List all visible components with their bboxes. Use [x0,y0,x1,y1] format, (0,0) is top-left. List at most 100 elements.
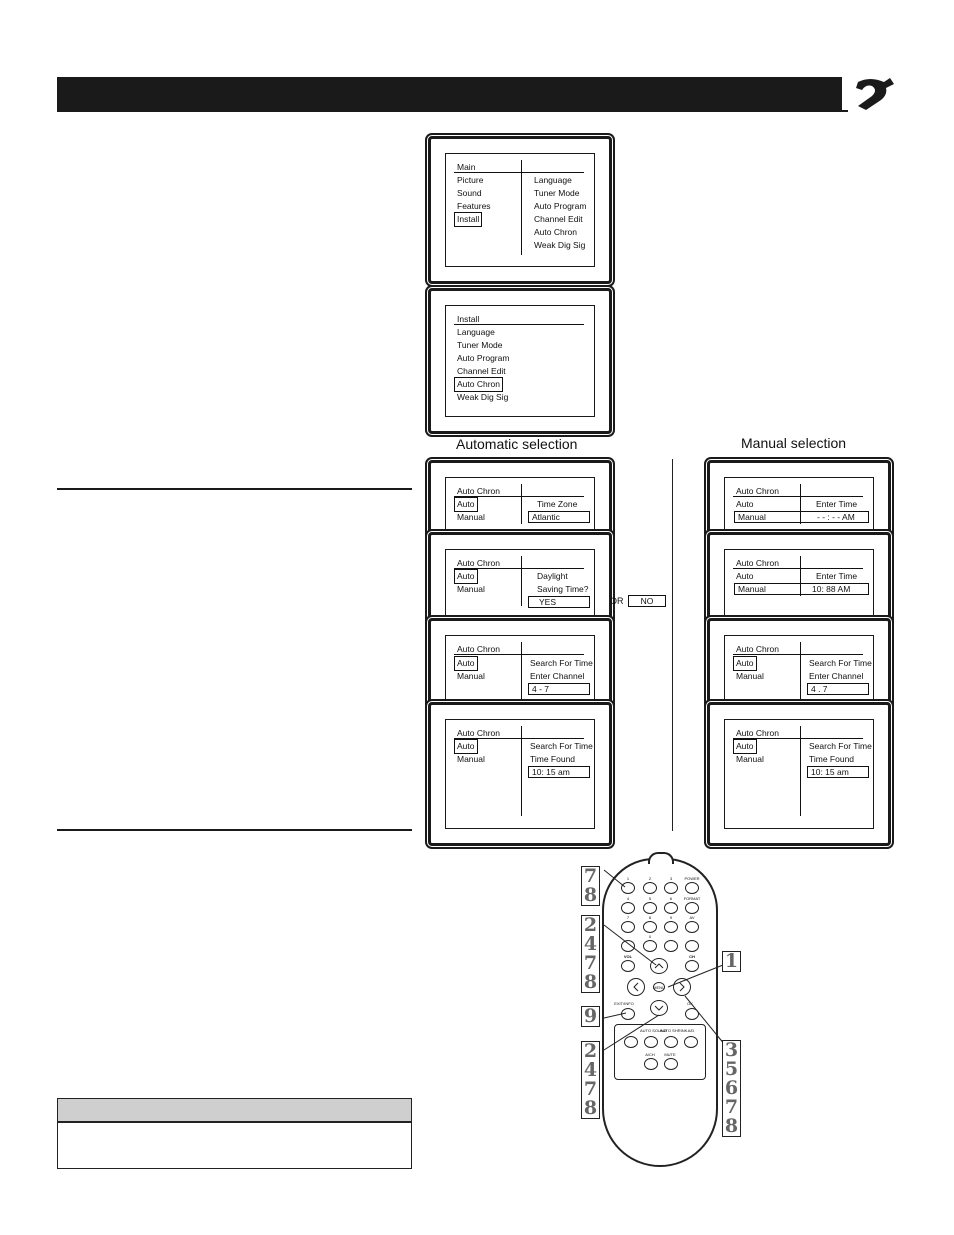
auto-shrink-button[interactable] [664,1036,678,1048]
option-auto[interactable]: Auto [733,739,757,754]
ad-button[interactable] [684,1036,698,1048]
option-manual[interactable]: Manual [457,512,485,522]
button-4[interactable] [621,902,635,914]
remote-ir-window [648,852,674,864]
left-arrow-button[interactable] [627,978,645,996]
button-0[interactable] [643,940,657,952]
manual-screen-1: Auto Chron Auto Enter Time Manual - - : … [707,460,891,546]
ch-plus-button[interactable] [685,940,699,952]
no-option[interactable]: NO [628,595,666,607]
submenu-tuner-mode[interactable]: Tuner Mode [534,188,580,198]
time-found-label: Time Found [530,754,576,764]
menu-button[interactable] [653,982,665,992]
vol-label: VOL [623,954,633,959]
button-1[interactable] [621,882,635,894]
ch-minus-button[interactable] [685,960,699,972]
enter-channel-label: Enter Channel [530,671,585,681]
button-8[interactable] [643,921,657,933]
daylight-label: Daylight [537,571,568,581]
av-button[interactable] [685,921,699,933]
dash-button[interactable] [664,940,678,952]
auto-sound-button[interactable] [644,1036,658,1048]
install-item-tuner-mode[interactable]: Tuner Mode [457,340,503,350]
option-auto[interactable]: Auto [736,571,754,581]
down-arrow-button[interactable] [650,1000,668,1016]
remote-lower-panel [614,1024,706,1080]
callout-num: 5 [724,1058,739,1080]
surf-button[interactable] [624,1036,638,1048]
remote-label-format: FORMAT [683,896,701,901]
chevron-up-icon [654,963,664,969]
option-auto[interactable]: Auto [454,497,478,512]
menu-label: MENU [653,985,665,990]
selection-divider [672,459,673,831]
vol-plus-button[interactable] [621,940,635,952]
search-for-time-label: Search For Time [809,658,872,668]
install-item-channel-edit[interactable]: Channel Edit [457,366,506,376]
install-item-auto-chron[interactable]: Auto Chron [454,377,503,392]
button-6[interactable] [664,902,678,914]
submenu-language[interactable]: Language [534,175,572,185]
install-item-language[interactable]: Language [457,327,495,337]
button-9[interactable] [664,921,678,933]
button-5[interactable] [643,902,657,914]
vol-minus-button[interactable] [621,960,635,972]
option-manual[interactable]: Manual [457,754,485,764]
submenu-channel-edit[interactable]: Channel Edit [534,214,583,224]
auto-screen-3: Auto Chron Auto Manual Search For Time E… [428,618,612,712]
menu-item-picture[interactable]: Picture [457,175,484,185]
power-button[interactable] [685,882,699,894]
option-manual[interactable]: Manual [457,584,485,594]
callout-num: 2 [583,914,598,936]
menu-item-install[interactable]: Install [453,212,483,227]
section-rule-bottom [57,829,412,831]
mute-button[interactable] [664,1058,678,1070]
daylight-saving-value[interactable]: YES [528,596,590,608]
option-auto[interactable]: Auto [736,499,754,509]
format-button[interactable] [685,902,699,914]
wrench-icon [848,76,898,112]
option-manual[interactable]: Manual [736,754,764,764]
time-value[interactable]: - - : - - AM [817,512,855,522]
remote-label-power: POWER [684,876,700,881]
option-auto[interactable]: Auto [454,569,478,584]
option-manual[interactable]: Manual [457,671,485,681]
callout-step-9: 9 [581,1006,600,1027]
menu-item-sound[interactable]: Sound [457,188,482,198]
automatic-selection-label: Automatic selection [456,436,578,452]
mute-label: MUTE [664,1052,676,1057]
auto-chron-title: Auto Chron [457,728,500,738]
submenu-auto-program[interactable]: Auto Program [534,201,587,211]
option-manual[interactable]: Manual [736,671,764,681]
option-auto[interactable]: Auto [454,656,478,671]
note-box [57,1098,412,1169]
time-value[interactable]: 10: 88 AM [812,584,851,594]
manual-time-field[interactable]: Manual - - : - - AM [734,511,869,523]
option-auto[interactable]: Auto [733,656,757,671]
ach-button[interactable] [644,1058,658,1070]
menu-item-features[interactable]: Features [457,201,491,211]
up-arrow-button[interactable] [650,958,668,974]
right-arrow-button[interactable] [673,978,691,996]
channel-value[interactable]: 4 - 7 [528,683,590,695]
channel-value[interactable]: 4 . 7 [807,683,869,695]
chevron-left-icon [633,982,639,992]
submenu-auto-chron[interactable]: Auto Chron [534,227,577,237]
manual-screen-2: Auto Chron Auto Enter Time Manual 10: 88… [707,532,891,626]
time-zone-value[interactable]: Atlantic [528,511,590,523]
button-3[interactable] [664,882,678,894]
install-item-auto-program[interactable]: Auto Program [457,353,510,363]
option-manual[interactable]: Manual [738,584,766,594]
ok-button[interactable] [685,1008,699,1020]
remote-label-9: 9 [669,915,673,920]
callout-num: 7 [583,952,598,974]
submenu-weak-dig-sig[interactable]: Weak Dig Sig [534,240,586,250]
button-7[interactable] [621,921,635,933]
manual-time-field[interactable]: Manual 10: 88 AM [734,583,869,595]
remote-label-1: 1 [626,876,630,881]
option-manual[interactable]: Manual [738,512,766,522]
install-item-weak-dig-sig[interactable]: Weak Dig Sig [457,392,509,402]
search-for-time-label: Search For Time [530,741,593,751]
button-2[interactable] [643,882,657,894]
option-auto[interactable]: Auto [454,739,478,754]
